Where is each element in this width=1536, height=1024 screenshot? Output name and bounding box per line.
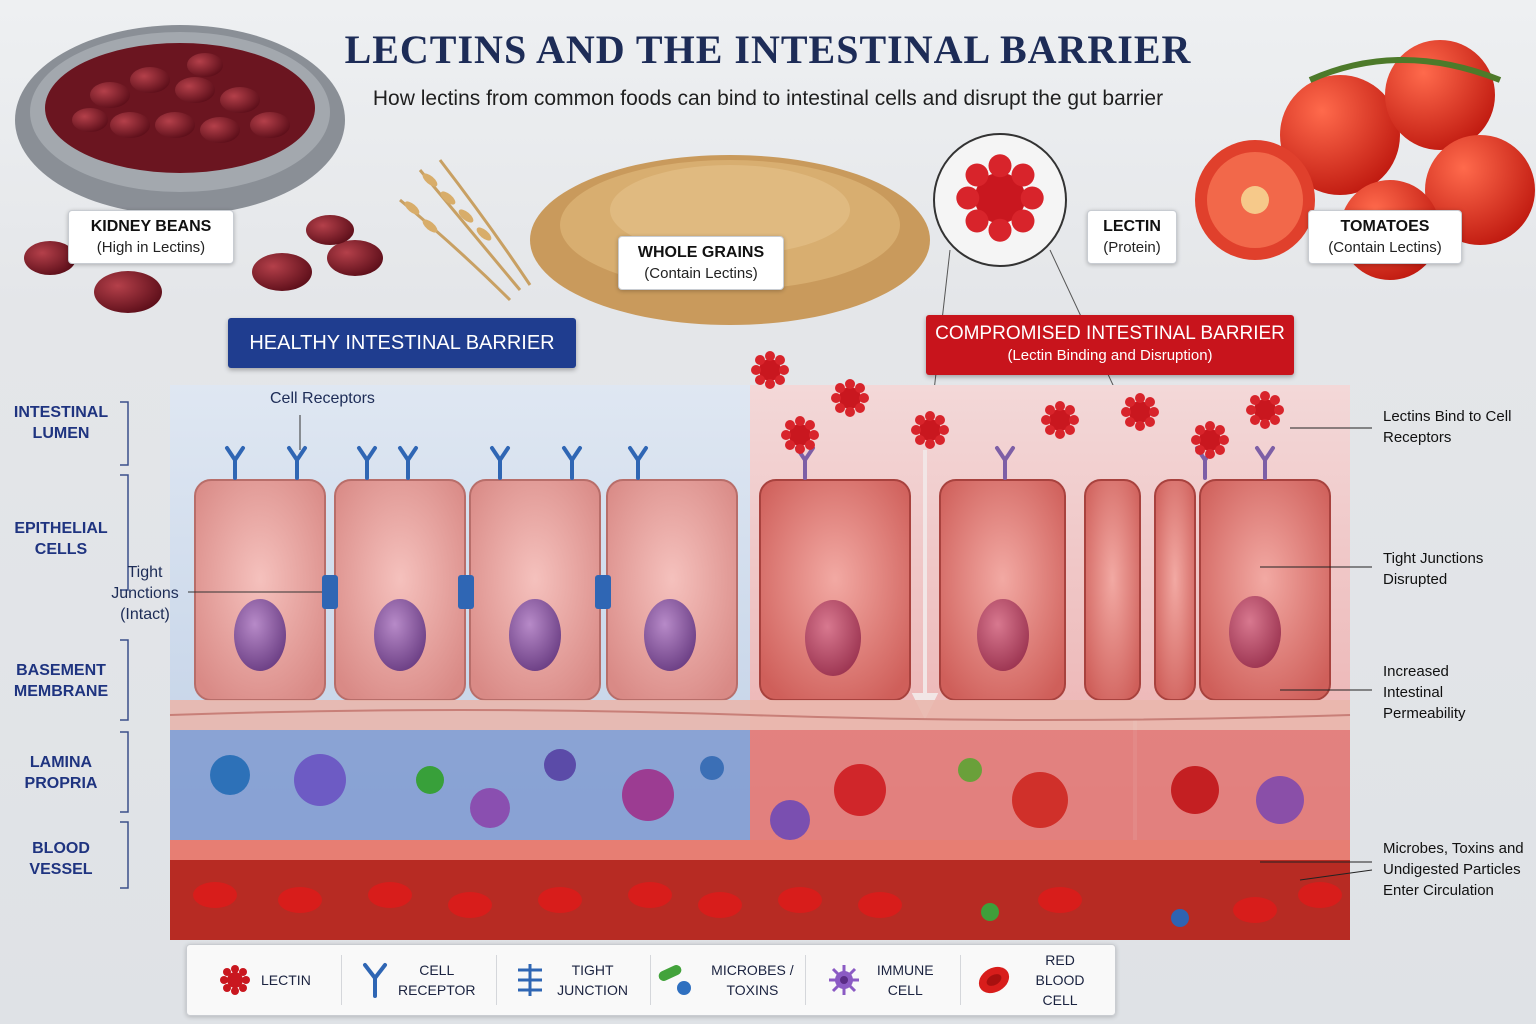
legend-item-tight-junction: TIGHT JUNCTION <box>497 955 652 1005</box>
legend-label-receptor: CELL RECEPTOR <box>397 962 476 998</box>
note-microbes-enter: Microbes, Toxins and Undigested Particle… <box>1383 840 1524 899</box>
legend-label-tight-junction: TIGHT JUNCTION <box>557 962 628 998</box>
legend-label-immune-cell: IMMUNE CELL <box>876 962 934 998</box>
legend-item-receptor: CELL RECEPTOR <box>342 955 497 1005</box>
legend-item-microbes: MICROBES / TOXINS <box>651 955 807 1005</box>
layer-label-basement: BASEMENT MEMBRANE <box>13 662 109 700</box>
whole-grains-label: WHOLE GRAINS (Contain Lectins) <box>618 236 784 290</box>
legend-item-red-blood-cell: RED BLOOD CELL <box>961 952 1115 1008</box>
lectin-sub: (Protein) <box>1103 239 1161 256</box>
cell-receptors-label: Cell Receptors <box>270 390 375 407</box>
legend-label-lectin: LECTIN <box>261 972 311 988</box>
note-tight-junctions: Tight Junctions Disrupted <box>1383 550 1484 588</box>
healthy-barrier-title: HEALTHY INTESTINAL BARRIER <box>249 332 555 354</box>
red-blood-cell-icon <box>978 966 1010 994</box>
lectin-title: LECTIN <box>1103 218 1161 235</box>
layer-label-lumen: INTESTINAL LUMEN <box>13 404 109 442</box>
layer-label-blood: BLOOD VESSEL <box>29 840 93 878</box>
microbe-icon <box>659 965 692 995</box>
note-permeability: Increased Intestinal Permeability <box>1383 663 1466 722</box>
layer-label-epithelial: EPITHELIAL CELLS <box>14 520 108 558</box>
compromised-barrier-title: COMPROMISED INTESTINAL BARRIER <box>935 323 1285 344</box>
immune-cell-icon <box>829 965 860 995</box>
tomatoes-title: TOMATOES <box>1340 218 1430 235</box>
lectin-icon <box>220 965 251 995</box>
layer-label-lamina: LAMINA PROPRIA <box>24 754 98 792</box>
kidney-beans-label: KIDNEY BEANS (High in Lectins) <box>68 210 234 264</box>
whole-grains-title: WHOLE GRAINS <box>637 244 765 261</box>
tight-junctions-label: Tight Junctions (Intact) <box>111 564 179 623</box>
legend-label-red-blood-cell: RED BLOOD CELL <box>1035 952 1085 1008</box>
legend-item-immune-cell: IMMUNE CELL <box>806 955 962 1005</box>
legend-item-lectin: LECTIN <box>187 955 342 1005</box>
compromised-barrier-banner: COMPROMISED INTESTINAL BARRIER (Lectin B… <box>926 315 1294 375</box>
tomatoes-sub: (Contain Lectins) <box>1328 239 1442 256</box>
legend-label-microbes: MICROBES / TOXINS <box>711 962 794 998</box>
lectin-label: LECTIN (Protein) <box>1087 210 1177 264</box>
page-subtitle: How lectins from common foods can bind t… <box>372 87 1164 110</box>
legend: LECTIN CELL RECEPTOR TIGHT JUNCTION MICR… <box>186 944 1116 1016</box>
page-title: LECTINS AND THE INTESTINAL BARRIER <box>344 27 1192 72</box>
receptor-icon <box>362 963 387 998</box>
healthy-barrier-banner: HEALTHY INTESTINAL BARRIER <box>228 318 576 368</box>
whole-grains-sub: (Contain Lectins) <box>644 265 758 282</box>
kidney-beans-sub: (High in Lectins) <box>96 239 206 256</box>
tomatoes-label: TOMATOES (Contain Lectins) <box>1308 210 1462 264</box>
kidney-beans-title: KIDNEY BEANS <box>90 218 212 235</box>
note-lectins-bind: Lectins Bind to Cell Receptors <box>1383 408 1512 446</box>
compromised-barrier-sub: (Lectin Binding and Disruption) <box>1007 347 1213 364</box>
tight-junction-icon <box>517 964 542 996</box>
